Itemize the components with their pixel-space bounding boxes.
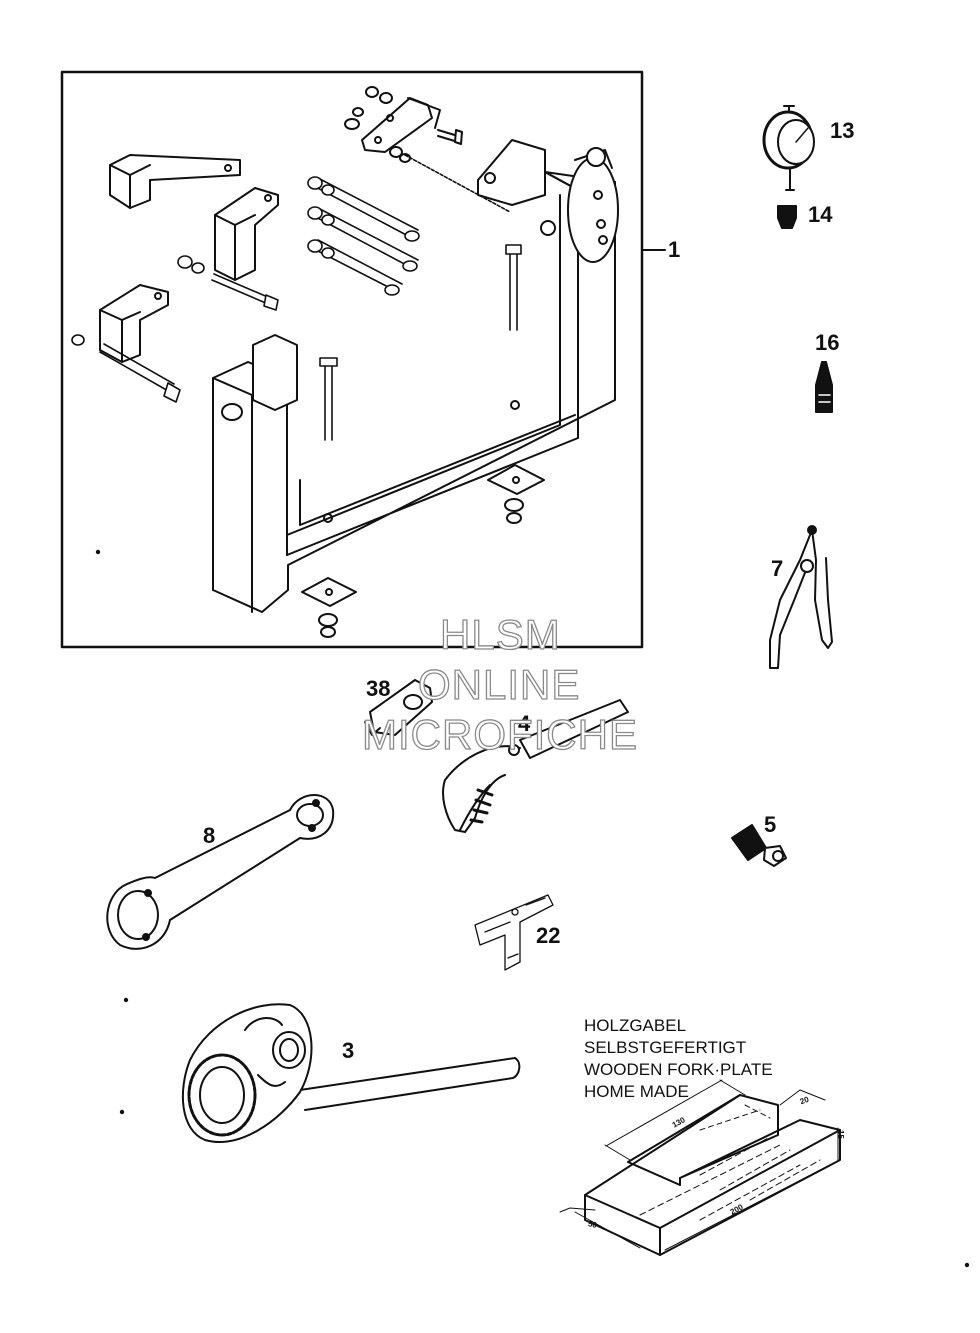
- callout-16: 16: [815, 330, 840, 355]
- gauge-plate: [474, 894, 554, 971]
- hook-wrench: [442, 699, 629, 833]
- note-line-1: HOLZGABEL: [584, 1016, 687, 1035]
- assembly-frame: [60, 70, 644, 649]
- wooden-fork-plate: [559, 1079, 841, 1256]
- note-line-4: HOME MADE: [584, 1082, 689, 1101]
- bracket-lower: [99, 284, 169, 363]
- link-plate: [344, 86, 463, 163]
- watermark-line-3: MICROFICHE: [361, 711, 638, 758]
- callout-38: 38: [366, 676, 391, 701]
- watermark-line-2: ONLINE: [417, 661, 581, 708]
- callout-1: 1: [668, 237, 681, 262]
- pin-spanner: [106, 794, 335, 950]
- stand-pad-right: [487, 464, 545, 524]
- clutch-holder-3: [181, 1003, 521, 1143]
- puller-adapter: [731, 824, 787, 867]
- callout-13: 13: [830, 118, 855, 143]
- dimension-15: 15: [835, 1130, 845, 1139]
- callout-8: 8: [203, 823, 216, 848]
- callout-22: 22: [536, 923, 561, 948]
- fork-stand: [212, 139, 619, 613]
- callout-4: 4: [518, 711, 531, 736]
- bracket-middle: [214, 187, 279, 281]
- stand-pad-left: [301, 577, 357, 638]
- watermark-line-1: HLSM: [439, 611, 561, 658]
- dimension-50: 50: [587, 1219, 598, 1230]
- callout-3: 3: [342, 1038, 355, 1063]
- note-line-3: WOODEN FORK·PLATE: [584, 1060, 773, 1079]
- callout-7: 7: [771, 556, 784, 581]
- callout-5: 5: [764, 812, 777, 837]
- callout-14: 14: [808, 202, 833, 227]
- bolts-group: [71, 154, 522, 441]
- dial-adapter: [777, 205, 797, 229]
- note-line-2: SELBSTGEFERTIGT: [584, 1038, 747, 1057]
- wooden-fork-note: HOLZGABEL SELBSTGEFERTIGT WOODEN FORK·PL…: [584, 1015, 773, 1103]
- dial-gauge: [762, 105, 815, 191]
- bracket-top: [109, 154, 241, 209]
- valve-tool: [815, 361, 833, 413]
- circlip-pliers: [769, 525, 833, 669]
- clutch-holder-38: [364, 679, 433, 736]
